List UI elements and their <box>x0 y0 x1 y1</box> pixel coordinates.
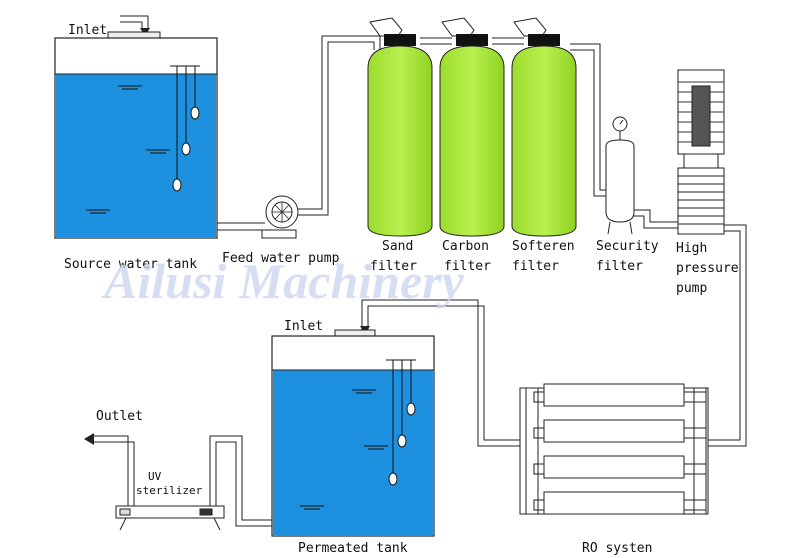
uv-sterilizer <box>115 505 225 531</box>
sand-filter-cap <box>384 34 416 46</box>
pipe-tank-to-pump <box>216 222 265 231</box>
security-filter-label-1: Security <box>596 239 659 254</box>
carbon-filter-label-1: Carbon <box>442 239 489 254</box>
feed-water-pump <box>261 195 299 239</box>
permeated-inlet-label: Inlet <box>284 319 323 334</box>
source-tank-water <box>56 74 216 237</box>
carbon-filter-cap <box>456 34 488 46</box>
hp-pump-label-3: pump <box>676 281 707 296</box>
softener-filter-cap <box>528 34 560 46</box>
feed-pump-label: Feed water pump <box>222 251 340 266</box>
pipe-uv-to-outlet <box>94 435 135 510</box>
hp-pump-label-1: High <box>676 241 707 256</box>
pipe-ro-to-permeated <box>361 299 534 447</box>
pipe-pump-to-sand <box>298 35 381 216</box>
outlet-label: Outlet <box>96 409 143 424</box>
source-tank-inlet-plate <box>107 31 161 39</box>
source-inlet-label: Inlet <box>68 23 107 38</box>
motor-icon <box>677 69 725 155</box>
pipes <box>94 15 747 527</box>
permeated-tank <box>271 329 435 537</box>
security-filter-label-2: filter <box>596 259 643 274</box>
ro-membranes <box>533 383 707 515</box>
pipe-source-inlet <box>120 15 149 30</box>
softener-filter <box>511 17 577 237</box>
outlet-arrow-icon <box>84 433 94 445</box>
sand-filter-label-2: filter <box>370 259 417 274</box>
uv-label-2: sterilizer <box>136 484 203 497</box>
softener-filter-label-2: filter <box>512 259 559 274</box>
pipe-sand-to-carbon <box>420 37 452 45</box>
fan-impeller-icon <box>272 202 292 222</box>
sand-filter <box>367 17 433 237</box>
permeated-tank-label: Permeated tank <box>298 541 408 556</box>
high-pressure-pump <box>677 69 725 235</box>
source-water-tank <box>54 31 218 239</box>
uv-label-1: UV <box>148 470 162 483</box>
security-filter <box>605 116 635 235</box>
pipe-carbon-to-softener <box>492 37 524 45</box>
pipe-hp-to-ro <box>706 224 747 447</box>
source-tank-label: Source water tank <box>64 257 197 272</box>
permeated-tank-water <box>273 370 433 535</box>
hp-pump-label-2: pressure <box>676 261 739 276</box>
carbon-filter-label-2: filter <box>444 259 491 274</box>
softener-filter-label-1: Softeren <box>512 239 575 254</box>
ro-system <box>519 383 709 515</box>
watermark-text: Ailusi Machinery <box>101 253 465 309</box>
pipe-permeated-to-uv <box>209 435 272 527</box>
ro-system-label: RO systen <box>582 541 652 556</box>
sand-filter-label-1: Sand <box>382 239 413 254</box>
pipe-softener-to-security <box>570 43 610 197</box>
carbon-filter <box>439 17 505 237</box>
pipe-security-to-hp <box>632 209 680 229</box>
